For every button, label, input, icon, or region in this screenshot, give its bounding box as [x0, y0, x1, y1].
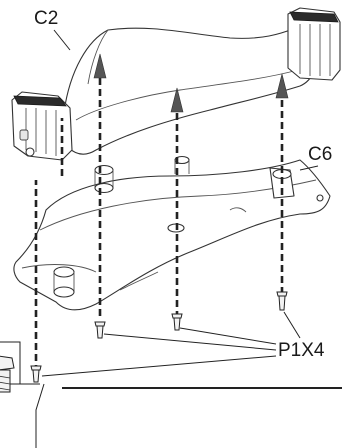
cover-part-c2 [11, 7, 341, 161]
leader-c2 [53, 29, 71, 51]
leader-p1x4-left [41, 355, 277, 377]
cover-right-end-block [287, 7, 341, 81]
base-socket-rear-left [94, 164, 114, 194]
screw-left [30, 365, 42, 383]
cover-left-end-block [11, 91, 73, 161]
base-socket-front-left [53, 266, 75, 298]
leader-lines [41, 29, 319, 377]
leader-c6 [299, 165, 319, 171]
arrow-head-right [275, 73, 289, 99]
label-c6: C6 [308, 144, 332, 165]
arrow-head-center [170, 87, 184, 113]
assembly-guide-lines [34, 53, 289, 372]
label-c2: C2 [34, 8, 58, 29]
base-part-c6 [13, 155, 331, 311]
leader-p1x4-right [283, 311, 301, 339]
screw-center [171, 313, 183, 331]
arrow-head-inner-left [93, 53, 107, 79]
screw-detail-inset [0, 341, 45, 448]
leader-p1x4-center [179, 327, 277, 345]
screw-right [276, 291, 288, 311]
label-p1x4: P1X4 [278, 340, 325, 361]
leader-p1x4-inner-left [103, 333, 277, 351]
screw-group [30, 291, 288, 383]
screw-inner-left [94, 321, 106, 339]
